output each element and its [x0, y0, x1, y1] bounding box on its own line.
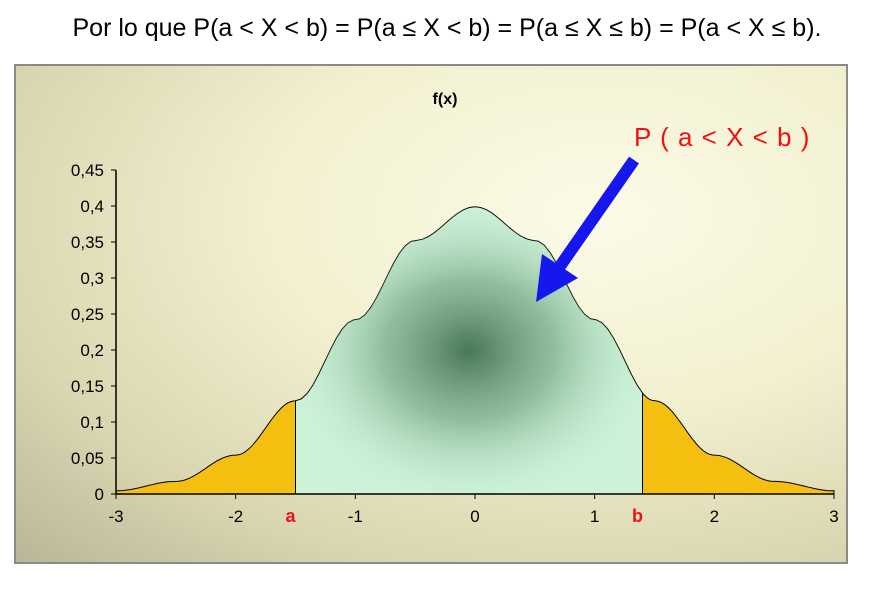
annotation-label: P ( a < X < b )	[634, 122, 810, 152]
chart-frame: 0 0,05 0,1 0,15 0,2 0,25 0,3 0,35 0,4 0,45 -3 -2 -1 0…	[14, 64, 848, 564]
header-text: Por lo que P(a < X < b) = P(a ≤ X < b) =…	[72, 14, 822, 42]
bound-label-b: b	[632, 506, 643, 526]
chart-title: f(x)	[433, 91, 458, 108]
y-tick-label: 0,1	[80, 413, 104, 432]
x-tick-label: 2	[710, 507, 719, 526]
x-tick-label: 1	[590, 507, 599, 526]
x-tick-label: -2	[228, 507, 243, 526]
bound-label-a: a	[285, 506, 296, 526]
right-tail-area	[642, 391, 835, 495]
x-tick-label: 0	[470, 507, 479, 526]
annotation-arrow-shaft	[551, 156, 639, 276]
y-tick-label: 0,4	[80, 197, 104, 216]
x-tick-label: -3	[108, 507, 123, 526]
normal-distribution-chart: 0 0,05 0,1 0,15 0,2 0,25 0,3 0,35 0,4 0,45 -3 -2 -1 0…	[71, 91, 839, 526]
y-tick-label: 0,05	[71, 449, 104, 468]
x-tick-label: -1	[348, 507, 363, 526]
y-tick-label: 0,35	[71, 233, 104, 252]
y-tick-label: 0,3	[80, 269, 104, 288]
left-tail-area	[115, 400, 296, 495]
annotation-arrow-head	[536, 254, 578, 302]
y-tick-label: 0,25	[71, 305, 104, 324]
y-tick-label: 0,2	[80, 341, 104, 360]
y-tick-label: 0	[95, 485, 104, 504]
y-tick-label: 0,15	[71, 377, 104, 396]
y-tick-label: 0,45	[71, 161, 104, 180]
x-tick-label: 3	[829, 507, 838, 526]
middle-area-shading	[295, 206, 643, 495]
